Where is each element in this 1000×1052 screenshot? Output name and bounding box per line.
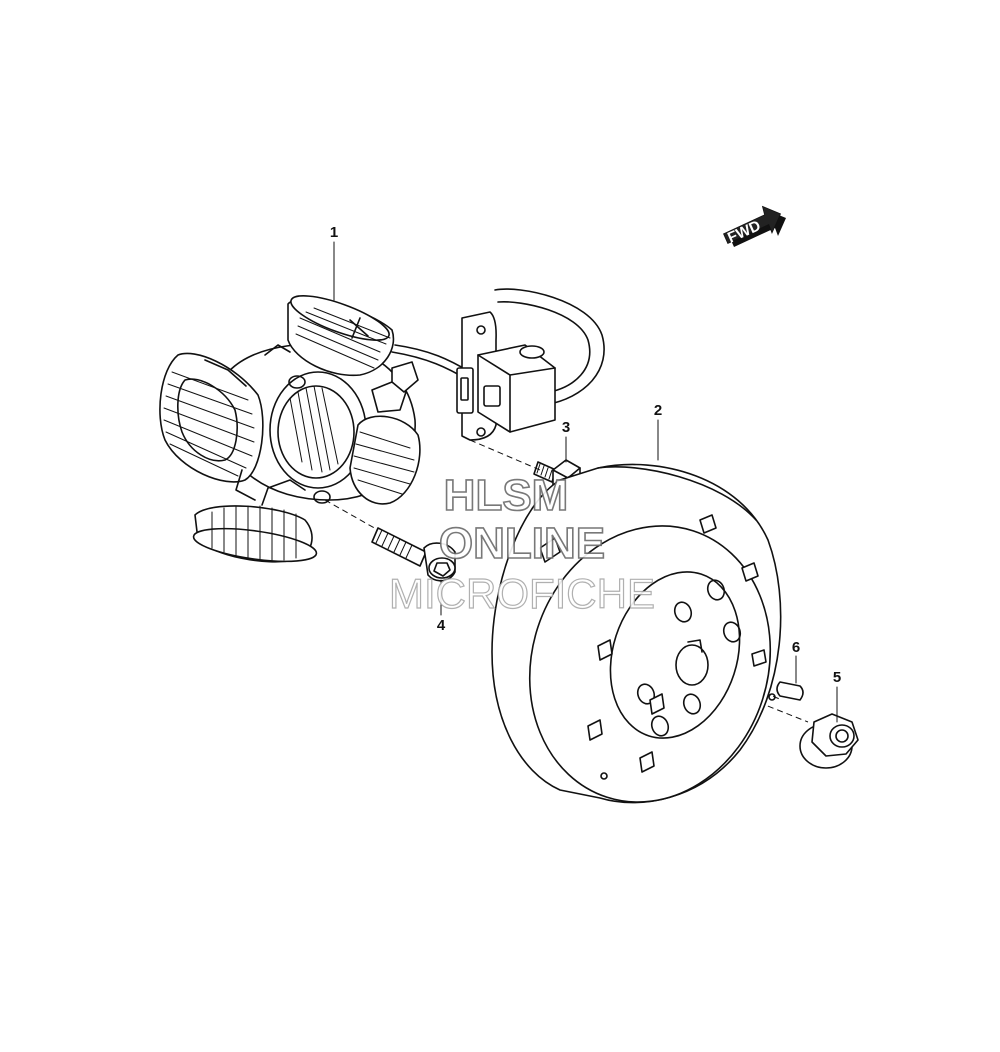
watermark-line3: MICROFICHE (389, 570, 655, 617)
bolt-long[interactable] (371, 527, 456, 582)
watermark-line1: HLSM (444, 471, 569, 520)
watermark: HLSM ONLINE MICROFICHE (388, 470, 655, 617)
callout-1: 1 (330, 224, 338, 241)
fwd-arrow-icon: FWD (723, 205, 786, 247)
assembly-axis-bolt3 (469, 439, 541, 471)
callout-3: 3 (562, 419, 570, 436)
callout-2: 2 (654, 402, 662, 419)
callout-4: 4 (437, 617, 446, 634)
watermark-line2: ONLINE (439, 519, 605, 568)
assembly-axis-bolt4 (324, 499, 379, 531)
callout-6: 6 (792, 639, 800, 656)
flywheel-rotor[interactable] (491, 463, 805, 833)
stator-assembly[interactable] (159, 287, 605, 567)
flange-nut[interactable] (799, 713, 859, 769)
callout-5: 5 (833, 669, 841, 686)
woodruff-key[interactable] (776, 681, 804, 701)
